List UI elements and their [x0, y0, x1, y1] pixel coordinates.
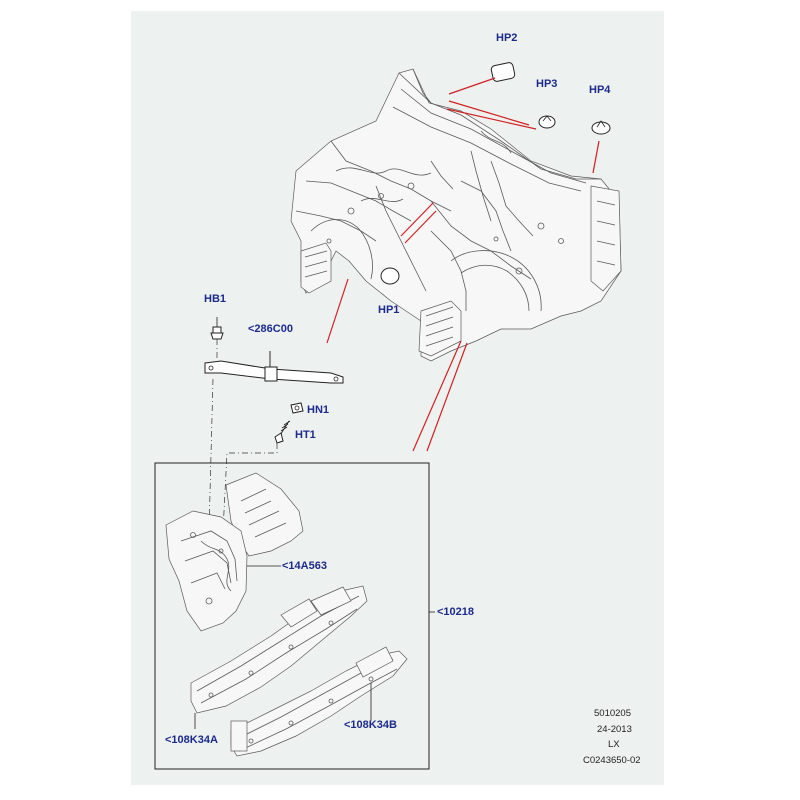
- callout-108k34a: <108K34A: [165, 734, 218, 746]
- callout-10218: <10218: [437, 606, 475, 618]
- assembly-inset-frame: [154, 462, 430, 770]
- bracket-14a563-part: [165, 472, 304, 632]
- hb1-bolt-icon: [210, 317, 224, 340]
- front-end-body-structure: [290, 68, 622, 362]
- callout-hp3: HP3: [536, 78, 558, 90]
- ht1-stud-icon: [274, 420, 291, 444]
- hn1-nut-icon: [290, 402, 304, 414]
- hp3-grommet-icon: [538, 115, 556, 129]
- diagram-canvas: HP2 HP3 HP4 HP1 HB1 <286C00 HN1 HT1 <14A…: [131, 11, 664, 785]
- rail-108k34b-part: [194, 646, 408, 757]
- hp4-grommet-icon: [591, 120, 611, 135]
- exploded-parts-diagram: [154, 62, 622, 770]
- reference-code-3: LX: [608, 739, 620, 750]
- hp1-plug-icon: [380, 267, 400, 285]
- alignment-lines: [208, 339, 278, 532]
- callout-108k34b: <108K34B: [344, 719, 397, 731]
- callout-hn1: HN1: [307, 404, 330, 416]
- callout-hb1: HB1: [204, 293, 227, 305]
- callout-ht1: HT1: [295, 429, 316, 441]
- callout-hp4: HP4: [589, 84, 611, 96]
- callout-hp2: HP2: [496, 32, 518, 44]
- callout-14a563: <14A563: [282, 560, 327, 572]
- reference-code-2: 24-2013: [597, 724, 632, 735]
- reference-code-4: C0243650-02: [583, 755, 641, 766]
- strut-brace-part: [204, 351, 344, 384]
- leader-lines: [326, 77, 600, 452]
- callout-286c00: <286C00: [248, 323, 293, 335]
- reference-code-1: 5010205: [594, 708, 631, 719]
- rail-108k34a-part: [190, 585, 368, 714]
- hp2-plug-icon: [490, 62, 516, 82]
- callout-hp1: HP1: [378, 304, 400, 316]
